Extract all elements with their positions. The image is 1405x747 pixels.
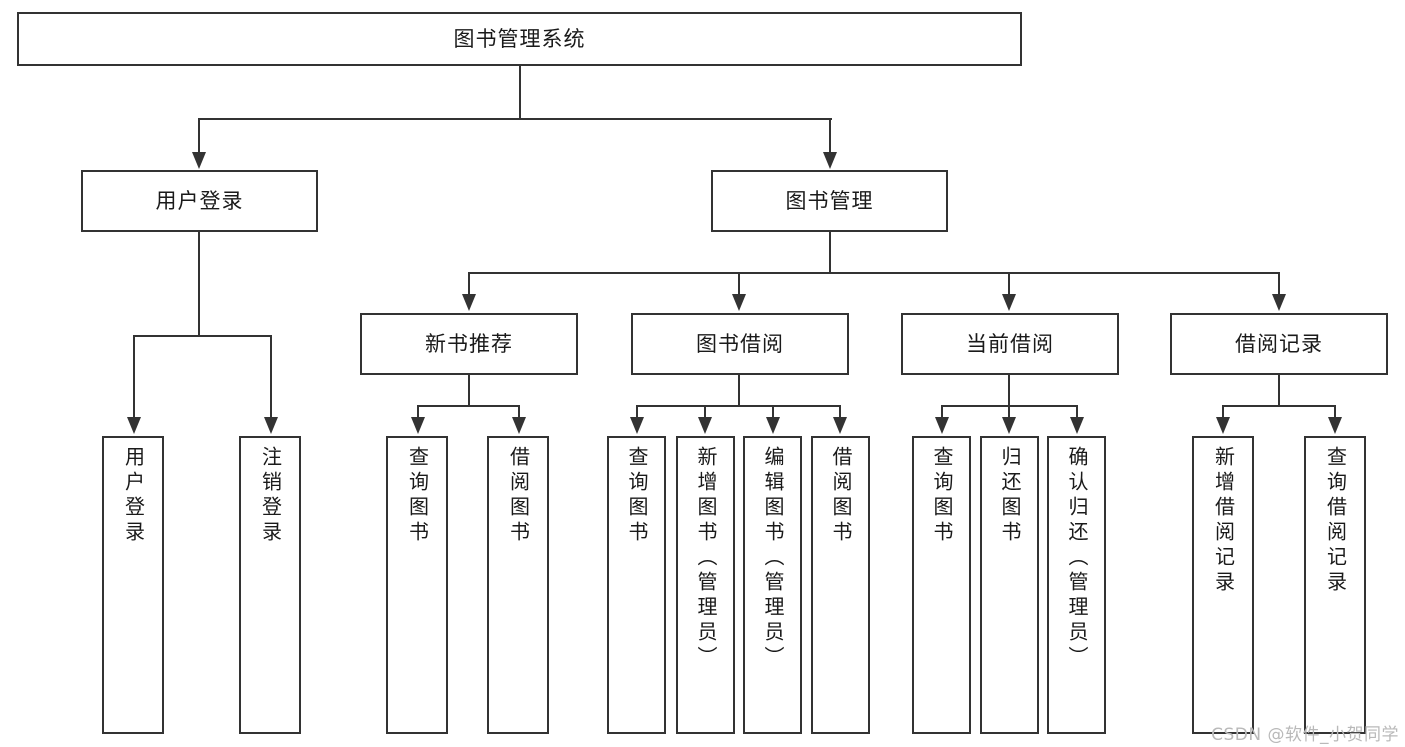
connector-root-to-user-login xyxy=(198,118,201,154)
node-leaf-query-book-1-label: 查询图书 xyxy=(405,446,430,546)
node-root[interactable]: 图书管理系统 xyxy=(17,12,1022,66)
connector-cb-drop-2 xyxy=(1008,405,1011,419)
connector-br-drop-1 xyxy=(1222,405,1225,419)
arrowhead-leaf-query-book-1 xyxy=(411,417,425,434)
node-current-borrow[interactable]: 当前借阅 xyxy=(901,313,1119,375)
connector-nbr-drop-2 xyxy=(518,405,521,419)
arrowhead-leaf-logout xyxy=(264,417,278,434)
node-leaf-query-record-label: 查询借阅记录 xyxy=(1323,446,1348,596)
node-user-login-label: 用户登录 xyxy=(155,188,244,213)
node-leaf-user-login[interactable]: 用户登录 xyxy=(102,436,164,734)
connector-bb-drop-1 xyxy=(636,405,639,419)
arrowhead-leaf-query-book-2 xyxy=(630,417,644,434)
arrowhead-new-book-rec xyxy=(462,294,476,311)
arrowhead-leaf-confirm-return xyxy=(1070,417,1084,434)
connector-nbr-bar xyxy=(417,405,520,408)
connector-bb-stem xyxy=(738,375,741,407)
arrowhead-leaf-add-book xyxy=(698,417,712,434)
arrowhead-leaf-edit-book xyxy=(766,417,780,434)
arrowhead-current-borrow xyxy=(1002,294,1016,311)
node-leaf-borrow-book-1-label: 借阅图书 xyxy=(506,446,531,546)
node-leaf-user-login-label: 用户登录 xyxy=(121,446,146,546)
node-leaf-return-book[interactable]: 归还图书 xyxy=(980,436,1039,734)
arrowhead-leaf-return-book xyxy=(1002,417,1016,434)
node-book-manage[interactable]: 图书管理 xyxy=(711,170,948,232)
node-leaf-query-book-2-label: 查询图书 xyxy=(625,446,649,546)
connector-user-login-drop-1 xyxy=(133,335,136,419)
connector-cb-drop-1 xyxy=(941,405,944,419)
connector-root-bar xyxy=(198,118,832,121)
connector-nbr-drop-1 xyxy=(417,405,420,419)
csdn-watermark: CSDN @软件_小贺同学 xyxy=(1211,725,1399,745)
node-leaf-add-book[interactable]: 新增图书（管理员） xyxy=(676,436,735,734)
node-leaf-query-book-3-label: 查询图书 xyxy=(930,446,954,546)
connector-cb-stem xyxy=(1008,375,1011,407)
connector-root-to-book-manage xyxy=(829,118,832,154)
node-leaf-edit-book[interactable]: 编辑图书（管理员） xyxy=(743,436,802,734)
node-leaf-query-book-2[interactable]: 查询图书 xyxy=(607,436,666,734)
connector-book-manage-bar xyxy=(468,272,1280,275)
connector-user-login-drop-2 xyxy=(270,335,273,419)
arrowhead-book-borrow xyxy=(732,294,746,311)
arrowhead-leaf-borrow-book-1 xyxy=(512,417,526,434)
arrowhead-leaf-query-record xyxy=(1328,417,1342,434)
node-leaf-confirm-return-label: 确认归还（管理员） xyxy=(1065,446,1089,671)
node-leaf-borrow-book-2-label: 借阅图书 xyxy=(829,446,853,546)
connector-bb-bar xyxy=(636,405,841,408)
node-leaf-add-book-label: 新增图书（管理员） xyxy=(694,446,718,671)
node-leaf-logout[interactable]: 注销登录 xyxy=(239,436,301,734)
arrowhead-book-manage xyxy=(823,152,837,169)
node-borrow-record-label: 借阅记录 xyxy=(1235,331,1323,356)
connector-bm-drop-3 xyxy=(1008,272,1011,296)
node-new-book-rec-label: 新书推荐 xyxy=(425,331,513,356)
connector-cb-drop-3 xyxy=(1076,405,1079,419)
node-book-borrow[interactable]: 图书借阅 xyxy=(631,313,849,375)
connector-user-login-stem xyxy=(198,232,201,337)
node-leaf-query-book-3[interactable]: 查询图书 xyxy=(912,436,971,734)
connector-user-login-bar xyxy=(133,335,272,338)
node-book-borrow-label: 图书借阅 xyxy=(696,331,784,356)
connector-root-stem xyxy=(519,66,522,120)
node-user-login[interactable]: 用户登录 xyxy=(81,170,318,232)
arrowhead-leaf-borrow-book-2 xyxy=(833,417,847,434)
connector-br-bar xyxy=(1222,405,1336,408)
connector-nbr-stem xyxy=(468,375,471,407)
node-leaf-query-record[interactable]: 查询借阅记录 xyxy=(1304,436,1366,734)
connector-bm-drop-2 xyxy=(738,272,741,296)
node-leaf-confirm-return[interactable]: 确认归还（管理员） xyxy=(1047,436,1106,734)
arrowhead-user-login xyxy=(192,152,206,169)
connector-bb-drop-3 xyxy=(772,405,775,419)
node-root-label: 图书管理系统 xyxy=(453,26,586,51)
node-leaf-borrow-book-2[interactable]: 借阅图书 xyxy=(811,436,870,734)
node-leaf-return-book-label: 归还图书 xyxy=(998,446,1022,546)
node-leaf-logout-label: 注销登录 xyxy=(258,446,283,546)
connector-br-stem xyxy=(1278,375,1281,407)
node-book-manage-label: 图书管理 xyxy=(785,188,874,213)
connector-bm-drop-4 xyxy=(1278,272,1281,296)
connector-bb-drop-2 xyxy=(704,405,707,419)
connector-book-manage-stem xyxy=(829,232,832,274)
node-new-book-rec[interactable]: 新书推荐 xyxy=(360,313,578,375)
node-leaf-add-record[interactable]: 新增借阅记录 xyxy=(1192,436,1254,734)
arrowhead-leaf-query-book-3 xyxy=(935,417,949,434)
connector-bb-drop-4 xyxy=(839,405,842,419)
node-leaf-edit-book-label: 编辑图书（管理员） xyxy=(761,446,785,671)
node-current-borrow-label: 当前借阅 xyxy=(966,331,1054,356)
node-leaf-borrow-book-1[interactable]: 借阅图书 xyxy=(487,436,549,734)
node-leaf-query-book-1[interactable]: 查询图书 xyxy=(386,436,448,734)
arrowhead-leaf-user-login xyxy=(127,417,141,434)
arrowhead-leaf-add-record xyxy=(1216,417,1230,434)
arrowhead-borrow-record xyxy=(1272,294,1286,311)
node-leaf-add-record-label: 新增借阅记录 xyxy=(1211,446,1236,596)
connector-br-drop-2 xyxy=(1334,405,1337,419)
node-borrow-record[interactable]: 借阅记录 xyxy=(1170,313,1388,375)
connector-bm-drop-1 xyxy=(468,272,471,296)
